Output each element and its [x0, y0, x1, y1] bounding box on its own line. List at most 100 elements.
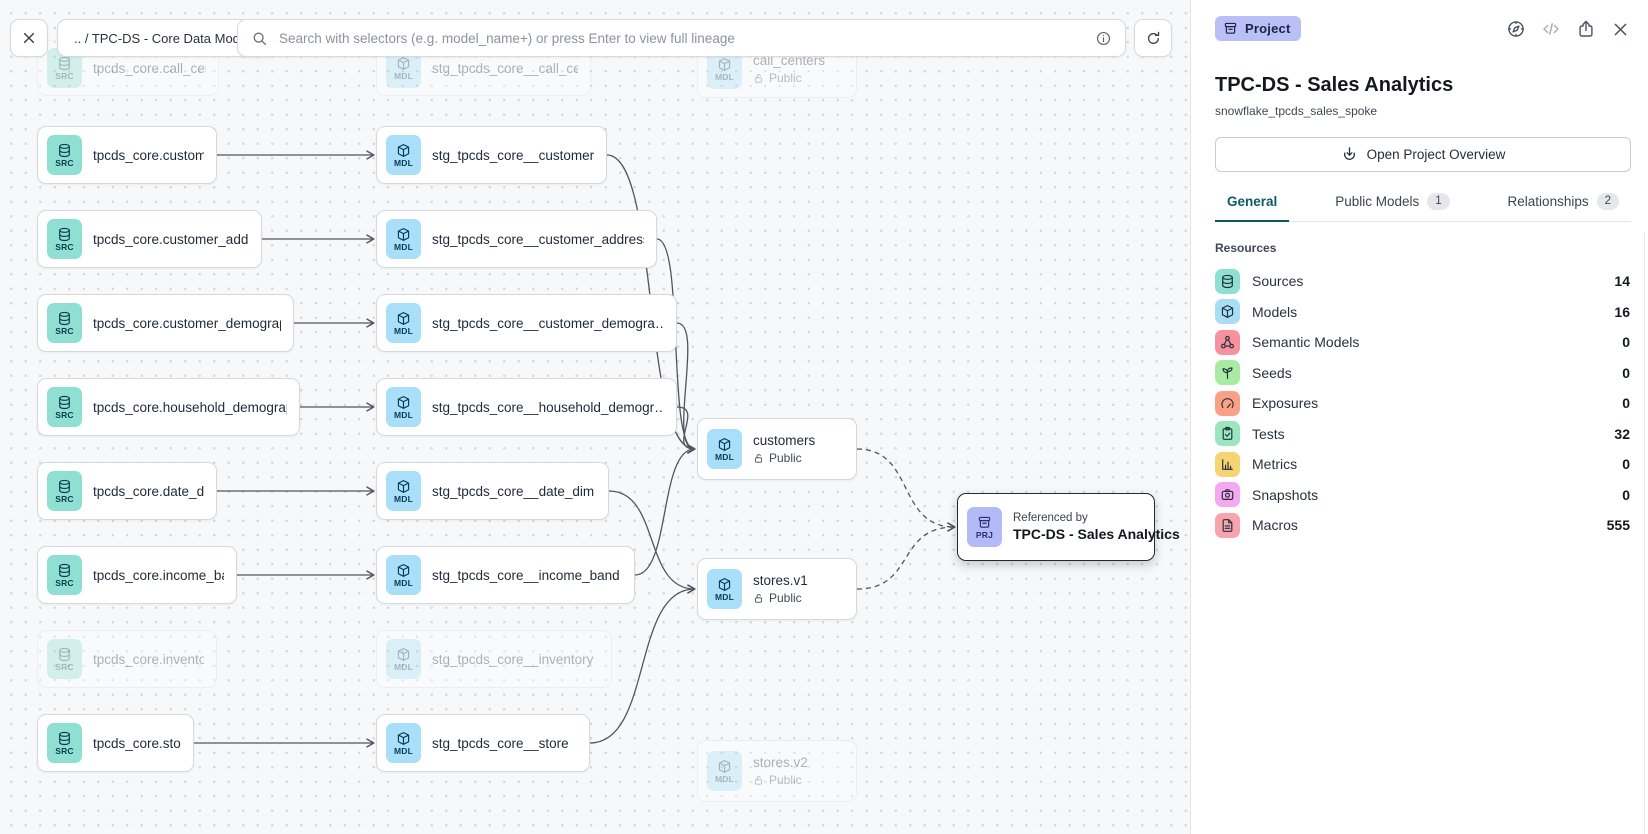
resource-name: Exposures	[1252, 395, 1319, 412]
cube-icon	[397, 731, 410, 745]
cube-icon-tile: MDL	[386, 387, 421, 427]
node-label: stg_tpcds_core__inventory	[432, 651, 594, 667]
project-icon	[1224, 22, 1237, 34]
lock-open-icon	[755, 593, 762, 603]
lineage-canvas[interactable]: .. / TPC-DS - Core Data Models SRCtpcds_…	[0, 0, 1190, 834]
search-input[interactable]	[277, 29, 1086, 47]
tab-public-models[interactable]: Public Models 1	[1323, 193, 1461, 222]
cube-icon-tile: MDL	[386, 303, 421, 343]
database-icon	[59, 395, 70, 409]
cube-icon	[718, 437, 731, 451]
view-code-button[interactable]	[1541, 19, 1561, 39]
cube-icon	[397, 56, 410, 70]
node-label: tpcds_core.customer_demographics	[93, 315, 281, 331]
refresh-button[interactable]	[1134, 19, 1172, 57]
cube-icon-tile: MDL	[386, 639, 421, 679]
chart-icon-tile	[1215, 451, 1240, 477]
search-bar[interactable]	[237, 19, 1126, 57]
node-label: stg_tpcds_core__customer_demogra…	[432, 315, 664, 331]
resource-count: 0	[1622, 364, 1630, 381]
resource-row-semantic-models[interactable]: Semantic Models 0	[1215, 327, 1630, 358]
node-label: tpcds_core.inventory	[93, 651, 204, 667]
tab-general[interactable]: General	[1215, 193, 1290, 222]
node-label: stg_tpcds_core__store	[432, 735, 569, 751]
node-label: stg_tpcds_core__call_center	[432, 60, 578, 76]
breadcrumb-label: .. / TPC-DS - Core Data Models	[74, 30, 257, 46]
compass-icon	[1508, 21, 1524, 37]
database-icon	[59, 647, 70, 661]
open-project-overview-button[interactable]: Open Project Overview	[1215, 137, 1631, 172]
database-icon-tile: SRC	[47, 387, 82, 427]
seed-icon	[1222, 367, 1233, 380]
node-label: stores.v1	[753, 573, 808, 588]
seed-icon-tile	[1215, 360, 1240, 386]
archive-icon	[978, 516, 991, 528]
node-stg_inventory[interactable]: MDL stg_tpcds_core__inventory	[376, 630, 612, 688]
edge-stg_income_band-to-pub_customers	[634, 444, 696, 576]
clipboard-icon	[1222, 427, 1233, 441]
node-access: Public	[753, 591, 808, 605]
close-panel-button[interactable]	[1611, 20, 1630, 39]
resource-name: Semantic Models	[1252, 334, 1360, 351]
database-icon-tile: SRC	[47, 555, 82, 595]
database-icon	[59, 227, 70, 241]
close-lineage-button[interactable]	[10, 19, 48, 57]
cube-icon	[397, 395, 410, 409]
database-icon	[59, 311, 70, 325]
node-label: tpcds_core.income_band	[93, 567, 224, 583]
panel-scrollbar[interactable]	[1644, 232, 1645, 834]
cube-icon	[1221, 305, 1234, 319]
resource-count: 555	[1606, 517, 1630, 534]
lock-open-icon	[755, 775, 762, 785]
resource-count: 14	[1614, 273, 1630, 290]
info-icon[interactable]	[1095, 30, 1112, 47]
node-stg_customer_demographics[interactable]: MDL stg_tpcds_core__customer_demogra…	[376, 294, 677, 352]
public-models-count-badge: 1	[1427, 193, 1450, 210]
resource-name: Metrics	[1252, 456, 1298, 473]
resource-count: 0	[1622, 334, 1630, 351]
search-icon	[253, 32, 267, 45]
open-project-overview-label: Open Project Overview	[1366, 147, 1506, 162]
share-button[interactable]	[1576, 19, 1596, 39]
tab-relationships[interactable]: Relationships 2	[1496, 193, 1631, 222]
nodes-icon	[1221, 335, 1234, 349]
node-src_income_band[interactable]: SRC tpcds_core.income_band	[37, 546, 237, 604]
database-icon-tile	[1215, 268, 1240, 294]
camera-icon-tile	[1215, 482, 1240, 508]
clipboard-icon-tile	[1215, 421, 1240, 447]
node-label: tpcds_core.call_center	[93, 60, 206, 76]
resource-count: 0	[1622, 486, 1630, 503]
explore-lineage-button[interactable]	[1506, 19, 1526, 39]
node-label: tpcds_core.store	[93, 735, 181, 751]
node-label: tpcds_core.customer_address	[93, 231, 249, 247]
cube-icon	[397, 563, 410, 577]
node-label: tpcds_core.customer	[93, 147, 204, 163]
cube-icon	[397, 311, 410, 325]
database-icon	[59, 479, 70, 493]
